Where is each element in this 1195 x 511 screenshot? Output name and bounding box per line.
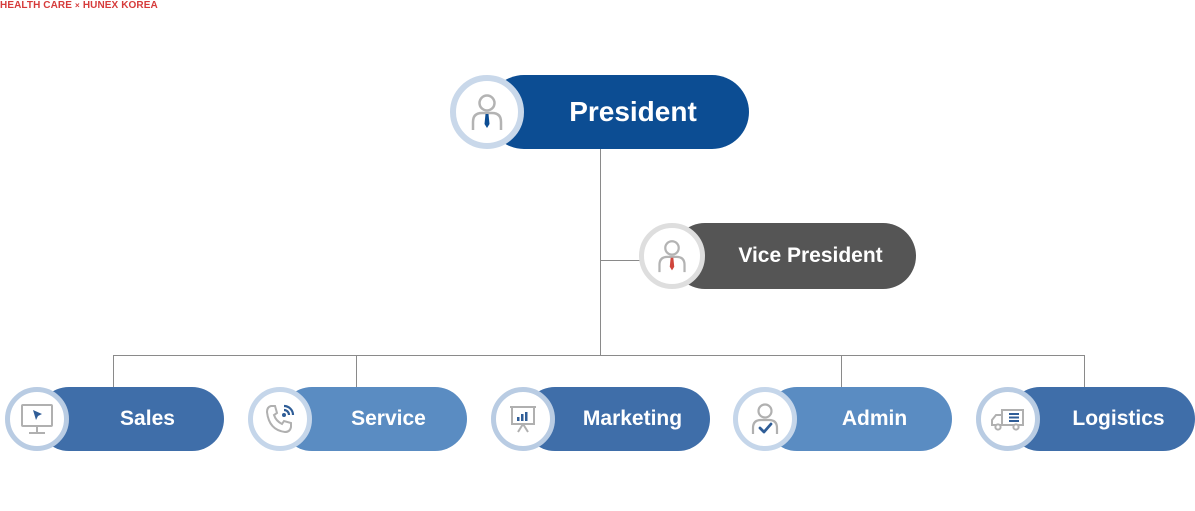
vice-president-icon-circle (639, 223, 705, 289)
president-label: President (569, 96, 697, 127)
department-node-logistics: Logistics (976, 387, 1195, 451)
vice-president-label: Vice President (738, 244, 883, 267)
department-node-marketing: Marketing (491, 387, 710, 451)
phone-call-icon (265, 404, 295, 434)
marketing-label: Marketing (582, 407, 683, 430)
sales-icon-circle (5, 387, 69, 451)
person-tie-icon (471, 94, 503, 130)
brand-header: HEALTH CARE×HUNEX KOREA (0, 0, 158, 12)
person-check-icon (751, 403, 779, 434)
brand-hunex-korea: HUNEX KOREA (82, 0, 158, 11)
admin-label: Admin (841, 407, 908, 430)
logistics-label: Logistics (1072, 407, 1165, 430)
marketing-icon-circle (491, 387, 555, 451)
service-label: Service (351, 407, 426, 430)
president-pill: President (487, 75, 749, 149)
logistics-icon-circle (976, 387, 1040, 451)
brand-separator: × (75, 1, 80, 10)
admin-icon-circle (733, 387, 797, 451)
brand-health-care: HEALTH CARE (0, 0, 73, 11)
service-icon-circle (248, 387, 312, 451)
president-icon-circle (450, 75, 524, 149)
presentation-chart-icon (510, 406, 536, 433)
person-tie-icon (658, 240, 686, 273)
vice-president-pill: Vice President (672, 223, 916, 289)
vice-president-node: Vice President (639, 223, 916, 289)
monitor-cursor-icon (21, 404, 53, 434)
sales-label: Sales (120, 407, 175, 430)
president-node: President (450, 75, 749, 149)
department-node-service: Service (248, 387, 467, 451)
department-node-sales: Sales (5, 387, 224, 451)
department-node-admin: Admin (733, 387, 952, 451)
delivery-truck-icon (991, 409, 1024, 431)
